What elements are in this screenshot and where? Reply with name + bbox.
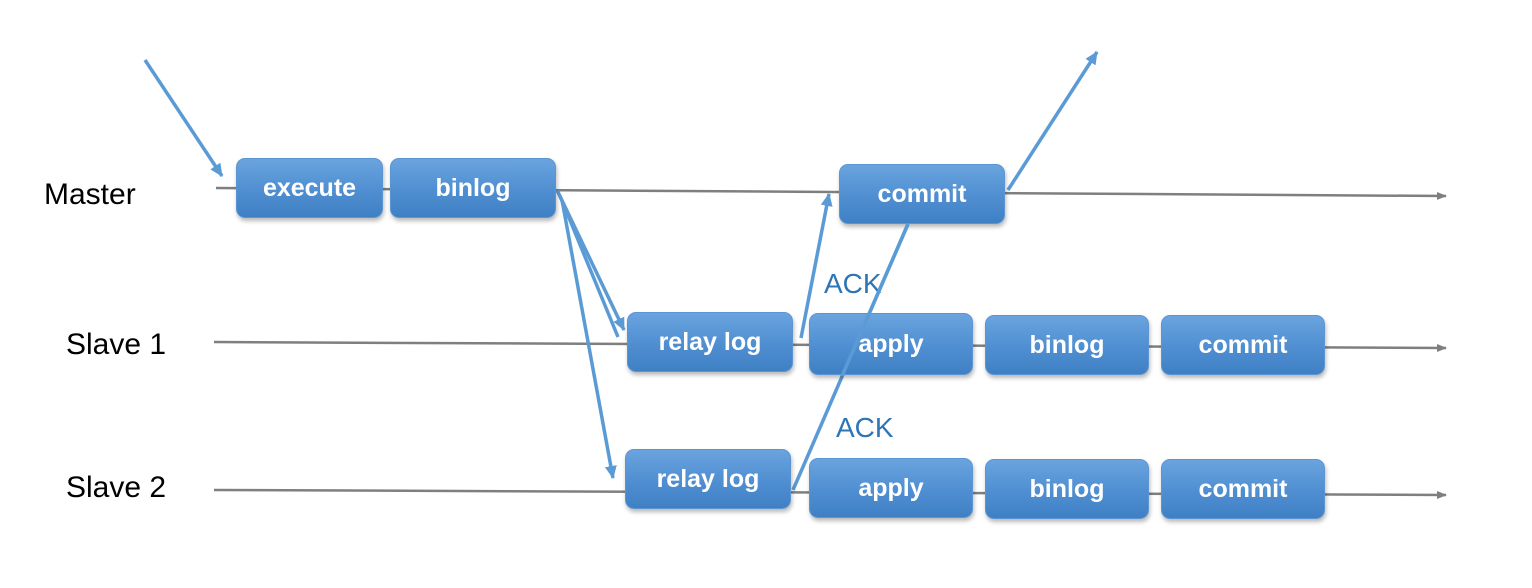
slave1-binlog-box: binlog [985,315,1149,375]
binlog-to-slave2-relay-arrow [560,199,617,479]
master-execute-box: execute [236,158,383,218]
client-request-arrow [143,59,224,177]
master-commit-box: commit [839,164,1005,224]
master-label: Master [44,178,136,211]
client-response-arrow [1006,51,1099,191]
slave2-label: Slave 2 [66,471,167,504]
slave1-ack-arrow [799,193,833,339]
slave2-ack-arrow-overlay [840,223,910,377]
slave2-relay-log-box: relay log [625,449,791,509]
slave1-ack-label: ACK [824,268,882,299]
slave2-apply-box: apply [809,458,973,518]
master-binlog-box: binlog [390,158,556,218]
slave2-ack-label: ACK [836,412,894,443]
slave1-label: Slave 1 [66,328,167,361]
slave1-apply-box: apply [809,313,973,375]
slave2-commit-box: commit [1161,459,1325,519]
slave2-binlog-box: binlog [985,459,1149,519]
binlog-to-slave1-relay-arrow-2 [558,195,620,338]
slave1-relay-log-box: relay log [627,312,793,372]
slave1-commit-box: commit [1161,315,1325,375]
